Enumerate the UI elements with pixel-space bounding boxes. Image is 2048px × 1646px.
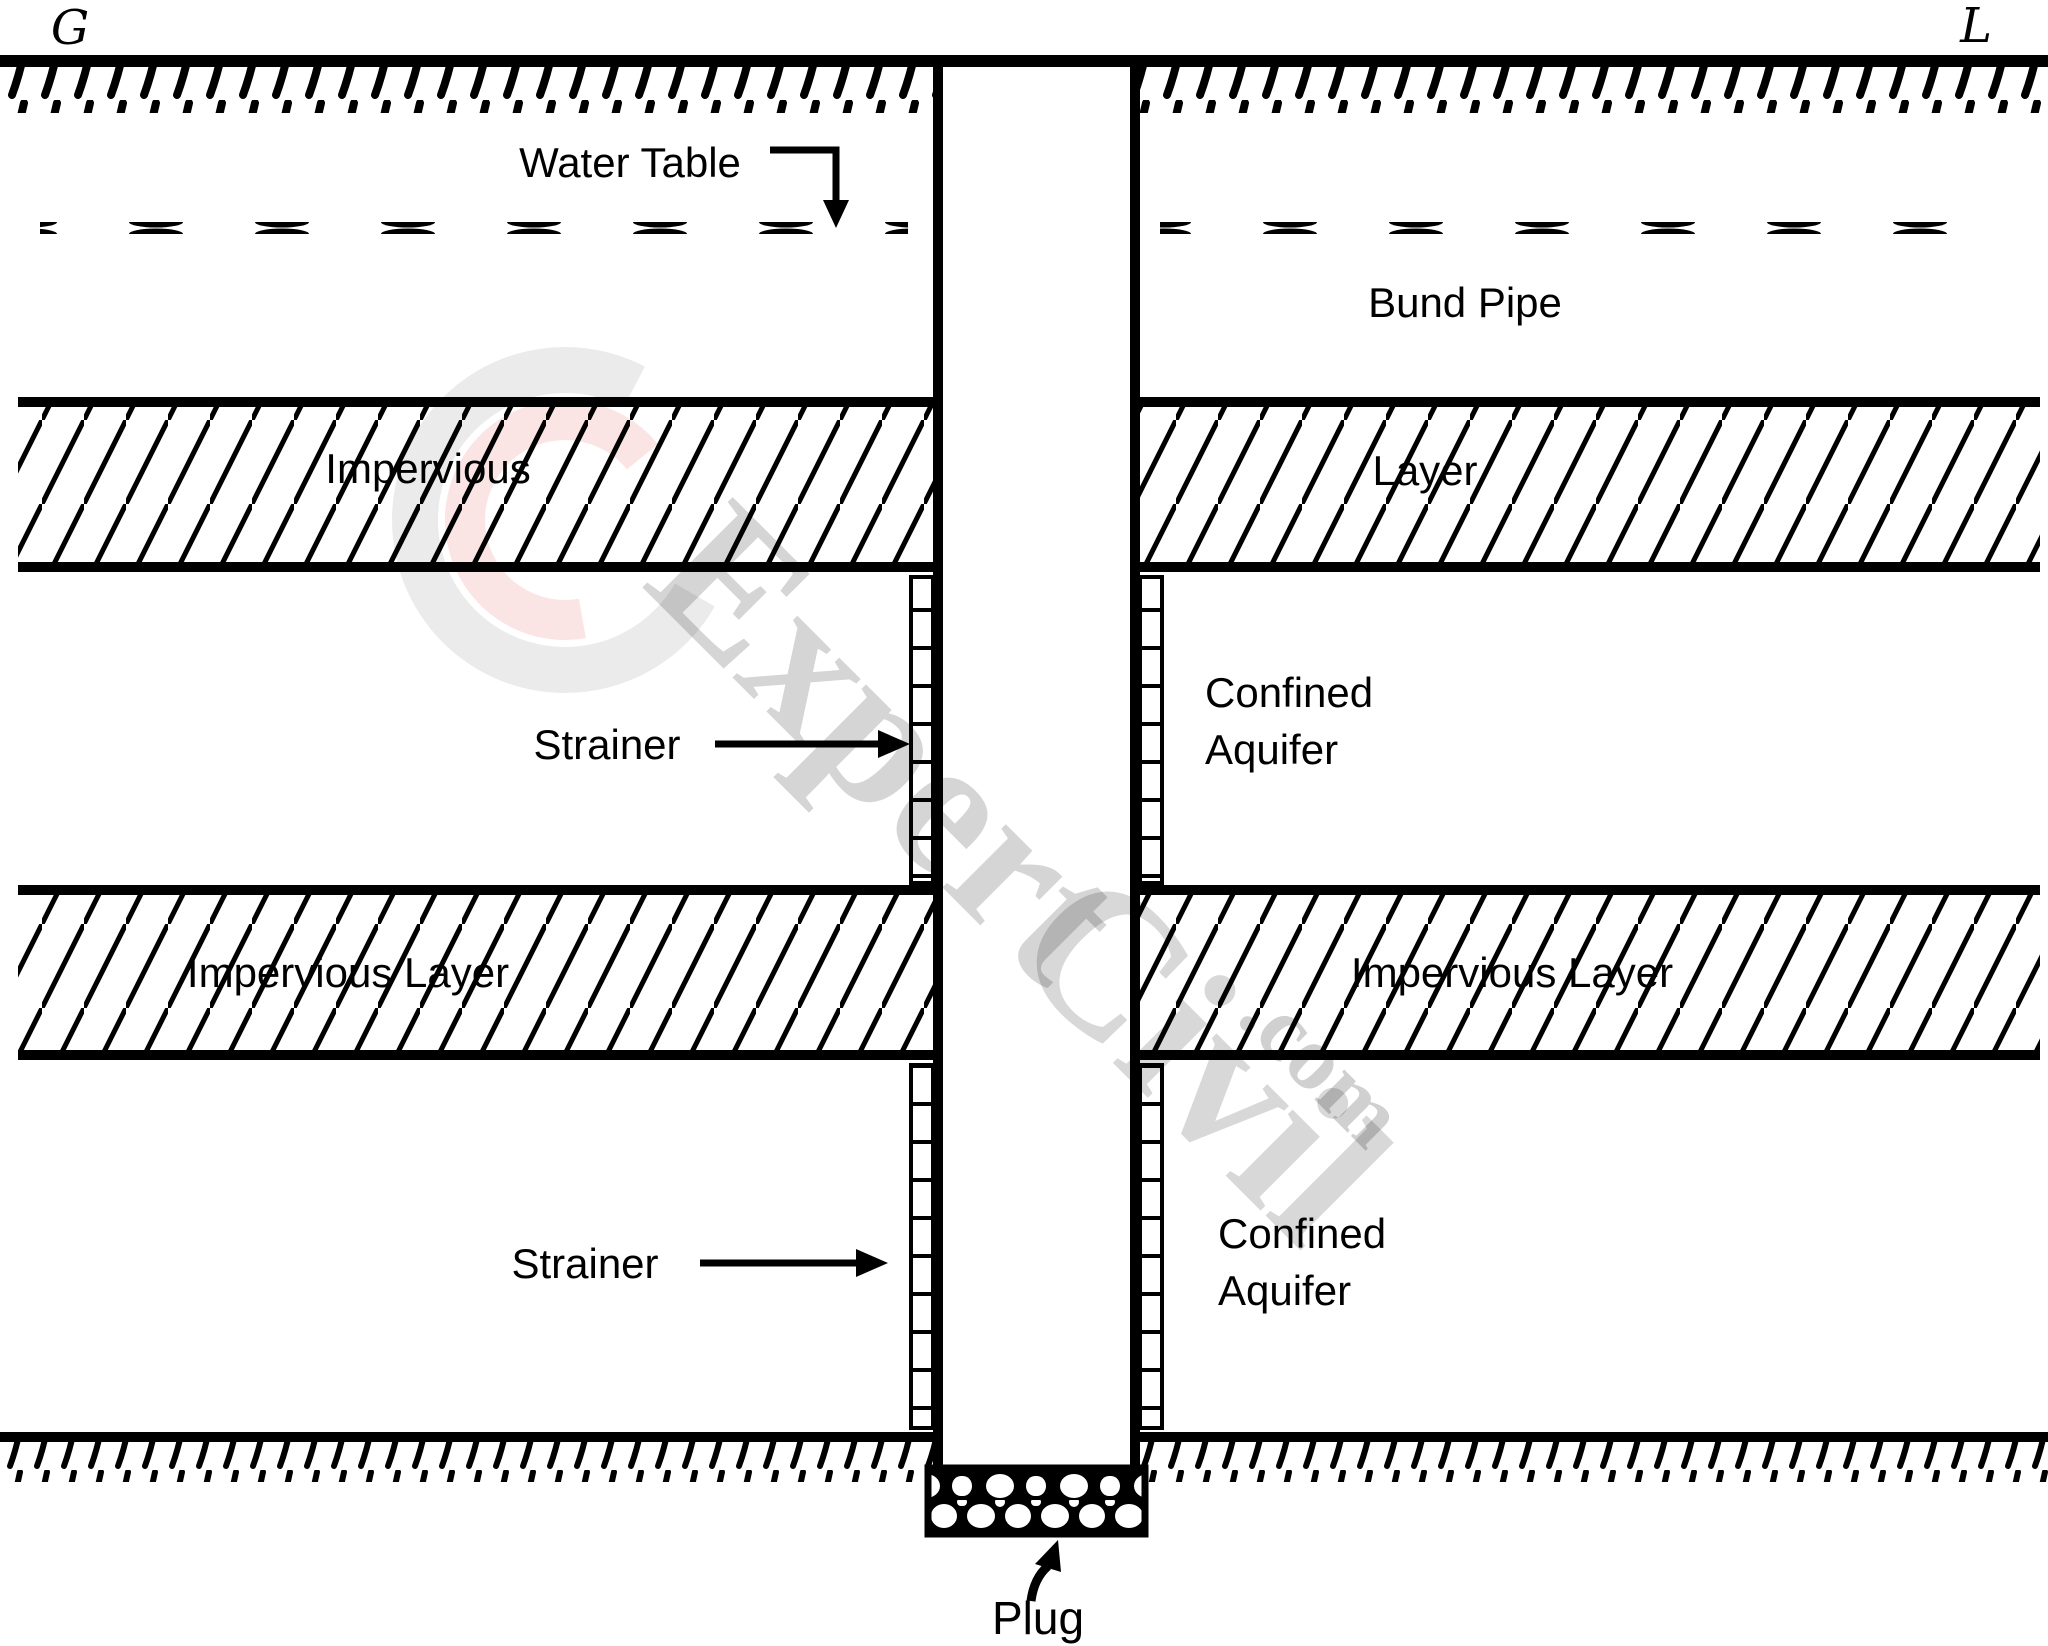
label-confined-aquifer-1-line2: Aquifer [1205, 726, 1338, 773]
water-table-arrow [770, 146, 849, 228]
strainer-screen-2-left [909, 1063, 935, 1430]
ground-hatch-right [1140, 67, 2048, 113]
impervious-band-1-left [18, 397, 938, 572]
bottom-boundary-line-left [0, 1432, 933, 1442]
plug-box [924, 1464, 1149, 1538]
label-water-table: Water Table [519, 139, 741, 186]
strainer-2-arrow [700, 1249, 888, 1277]
impervious-band-2-right [1135, 885, 2040, 1060]
strainer-screen-1-right [1138, 575, 1164, 885]
bottom-hatch-left [0, 1442, 933, 1482]
ground-hatch-left [0, 67, 933, 113]
label-impervious-band1-left: Impervious [325, 445, 530, 492]
impervious-band-2-left [18, 885, 938, 1060]
bottom-hatch-right [1140, 1442, 2048, 1482]
pipe-wall-left [933, 55, 943, 1468]
label-confined-aquifer-1-line1: Confined [1205, 669, 1373, 716]
label-bund-pipe: Bund Pipe [1368, 279, 1562, 326]
pipe-wall-right [1130, 55, 1140, 1468]
label-impervious-band2-left: Impervious Layer [187, 949, 509, 996]
ground-surface-line [0, 55, 2048, 67]
impervious-band-1-right [1135, 397, 2040, 572]
label-confined-aquifer-2-line2: Aquifer [1218, 1267, 1351, 1314]
label-confined-aquifer-2-line1: Confined [1218, 1210, 1386, 1257]
label-strainer-2: Strainer [511, 1240, 658, 1287]
water-table-dashes-left [40, 222, 908, 234]
ground-level-mark-left: G [51, 0, 89, 56]
label-plug: Plug [992, 1592, 1084, 1644]
strainer-screen-2-right [1138, 1063, 1164, 1430]
label-impervious-band2-right: Impervious Layer [1351, 949, 1673, 996]
strainer-screen-1-left [909, 575, 935, 885]
label-impervious-band1-right: Layer [1372, 447, 1477, 494]
strainer-1-arrow [715, 730, 910, 758]
plug-arrow [1026, 1540, 1061, 1602]
bottom-boundary-line-right [1140, 1432, 2048, 1442]
water-table-dashes-right [1160, 222, 1995, 234]
label-strainer-1: Strainer [533, 721, 680, 768]
ground-level-mark-right: L [1959, 0, 1992, 54]
